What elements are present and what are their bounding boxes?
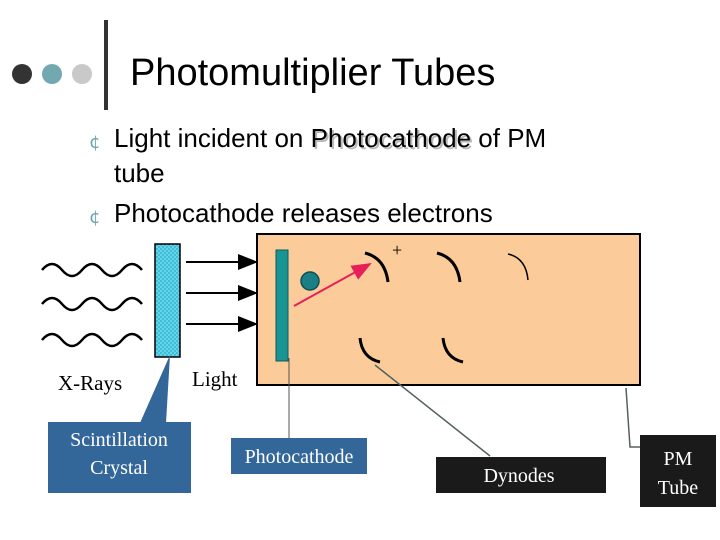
dynode-1 <box>364 251 390 283</box>
bullet-1-highlight-shadow: Photocathode <box>312 125 474 155</box>
pm-tube-callout-text-1: PM <box>664 448 693 470</box>
dynode-3 <box>507 253 529 281</box>
electron <box>300 271 320 291</box>
dynodes-callout-box <box>436 457 606 493</box>
dynodes-callout-text: Dynodes <box>483 465 554 487</box>
title-bar <box>104 20 108 110</box>
bullet-1-highlight-text: Photocathode <box>310 123 472 153</box>
title-decoration <box>0 0 720 120</box>
plus-sign: + <box>392 240 402 260</box>
crystal-callout-pointer <box>140 355 170 423</box>
dot-dark <box>12 64 32 84</box>
dot-teal <box>42 64 62 84</box>
crystal-callout-box <box>48 422 191 493</box>
dynode-5 <box>441 337 464 364</box>
bullet-2-text: Photocathode releases electrons <box>114 198 493 228</box>
crystal-callout-text-1: Scintillation <box>70 429 168 451</box>
electron-path <box>293 263 372 307</box>
scintillation-crystal <box>154 243 181 358</box>
xrays-label: X-Rays <box>58 371 122 395</box>
pm-tube-callout-box <box>640 435 716 507</box>
xray-wave-2 <box>41 296 143 312</box>
xray-wave-1 <box>41 262 143 278</box>
page-title: Photomultiplier Tubes <box>130 52 496 94</box>
bullet-marker-1: ¢ <box>89 132 101 153</box>
dynode-2 <box>436 251 462 283</box>
bullet-1-text-after: of PM <box>471 123 547 153</box>
pm-tube-callout-text-2: Tube <box>658 477 699 499</box>
title-decoration-svg <box>12 20 108 110</box>
dynodes-callout-line <box>374 364 491 457</box>
dot-gray <box>72 64 92 84</box>
light-label: Light <box>192 367 238 391</box>
bullet-marker-2: ¢ <box>89 207 101 228</box>
bullet-1-text-before: Light incident on <box>114 123 311 153</box>
dynode-4 <box>358 337 381 364</box>
bullet-1-line-2: tube <box>114 158 165 188</box>
photocathode-callout-text: Photocathode <box>245 446 354 468</box>
xray-wave-3 <box>41 332 143 348</box>
crystal-callout-text-2: Crystal <box>90 457 148 479</box>
photocathode-callout-box <box>231 438 367 474</box>
photocathode-plate <box>275 249 289 362</box>
